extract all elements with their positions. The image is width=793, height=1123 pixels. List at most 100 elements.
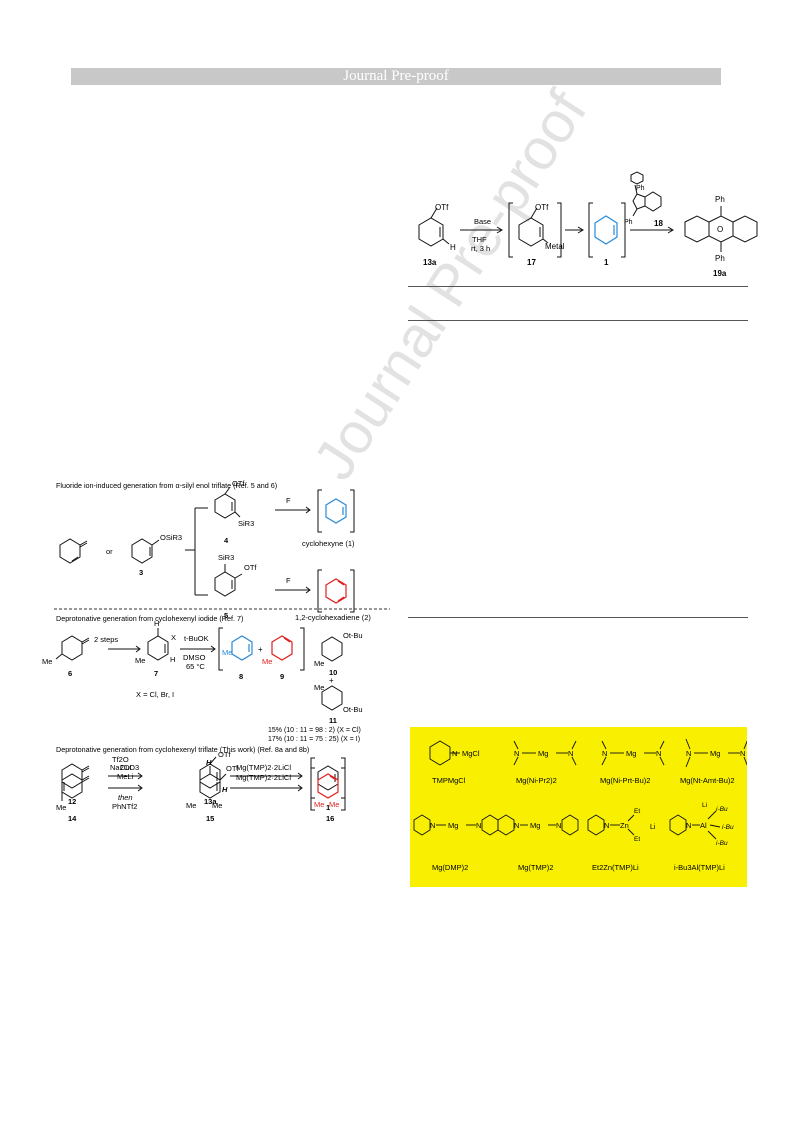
sec3-otf-13a: OTf	[218, 750, 231, 759]
label-8: 8	[239, 672, 243, 681]
base-label-mg-ntam-tbu: Mg(Nt-Amt-Bu)2	[680, 776, 735, 785]
label-14: 14	[68, 814, 77, 823]
label-5: 5	[224, 611, 228, 620]
svg-text:MgCl: MgCl	[462, 749, 480, 758]
sec2-plus-2: +	[329, 676, 334, 685]
svg-text:N: N	[556, 821, 561, 830]
reagent-base: Base	[474, 217, 491, 226]
svg-text:N: N	[604, 821, 609, 830]
sec2-me-6: Me	[42, 657, 52, 666]
label-ph-18-top: Ph	[636, 185, 645, 192]
sec1-osir3: OSiR3	[160, 533, 182, 542]
label-9: 9	[280, 672, 284, 681]
label-18: 18	[654, 219, 663, 228]
sec2-x-definition: X = Cl, Br, I	[136, 690, 174, 699]
sec2-x: X	[171, 633, 176, 642]
sec2-h-top: H	[154, 619, 159, 628]
svg-text:Et: Et	[634, 808, 640, 815]
svg-text:N: N	[740, 749, 745, 758]
sec1-cyclohexyne: cyclohexyne (1)	[302, 539, 355, 548]
label-metal-17: Metal	[545, 242, 565, 251]
cyclohexadiene-red-sec1	[325, 578, 347, 604]
sec2-steps: 2 steps	[94, 635, 118, 644]
top-reaction-scheme: OTf H 13a Base THF rt, 3 h OTf Metal 17 …	[418, 171, 758, 278]
sec2-me-7: Me	[135, 656, 145, 665]
label-3: 3	[139, 568, 143, 577]
cyclohexyne-blue-sec1	[325, 498, 347, 524]
sec1-otf-5: OTf	[244, 563, 257, 572]
sec2-me-11: Me	[314, 683, 324, 692]
base-label-mg-dmp: Mg(DMP)2	[432, 863, 468, 872]
svg-text:N: N	[568, 749, 573, 758]
svg-text:Li: Li	[702, 802, 707, 809]
label-otf-13a: OTf	[435, 203, 449, 212]
svg-text:Zn: Zn	[620, 821, 629, 830]
sec3-phntf2: PhNTf2	[112, 802, 137, 811]
base-label-et2zn-tmp-li: Et2Zn(TMP)Li	[592, 863, 639, 872]
base-label-mg-tmp: Mg(TMP)2	[518, 863, 553, 872]
label-1-sec3: 1	[326, 803, 330, 812]
svg-text:Mg: Mg	[530, 821, 540, 830]
svg-text:N: N	[686, 821, 691, 830]
sec3-second-row: CuI MeLi then PhNTf2 H OTf Mg(TMP)2·2LiC…	[56, 758, 346, 823]
sec2-yield-1: 15% (10 : 11 = 98 : 2) (X = Cl)	[268, 727, 361, 734]
label-11: 11	[329, 716, 337, 725]
sec3-me-14: Me	[56, 803, 66, 812]
sec3-me-15a: Me	[186, 801, 196, 810]
sec2-me-9: Me	[262, 657, 272, 666]
rule-2	[408, 320, 748, 321]
sec3-h-13a: H	[222, 785, 228, 794]
svg-text:N: N	[656, 749, 661, 758]
svg-text:i-Bu: i-Bu	[716, 806, 728, 813]
sec2-otbu-10: Ot-Bu	[343, 631, 363, 640]
svg-text:i-Bu: i-Bu	[716, 840, 728, 847]
sec2-temp: 65 °C	[186, 662, 205, 671]
label-ph-18-bottom: Ph	[624, 219, 633, 226]
svg-text:Et: Et	[634, 836, 640, 843]
sec1-title: Fluoride ion-induced generation from α-s…	[56, 481, 277, 490]
bases-structures: N MgCl N Mg N N Mg N N Mg N N Mg N N Mg …	[413, 738, 749, 872]
rule-3	[408, 617, 748, 618]
svg-text:Mg: Mg	[448, 821, 458, 830]
sec3-cui: CuI	[120, 763, 132, 772]
svg-text:N: N	[452, 749, 457, 758]
sec3-me-16a: Me	[314, 800, 324, 809]
label-h-13a: H	[450, 243, 456, 252]
label-otf-17: OTf	[535, 203, 549, 212]
label-15: 15	[206, 814, 214, 823]
svg-text:Mg: Mg	[538, 749, 548, 758]
sec1-sir3-5: SiR3	[218, 553, 234, 562]
reagent-conditions: rt, 3 h	[471, 244, 490, 253]
label-7: 7	[154, 669, 158, 678]
sec3-meli: MeLi	[117, 772, 134, 781]
sec2-solvent: DMSO	[183, 653, 206, 662]
label-16: 16	[326, 814, 334, 823]
svg-text:N: N	[476, 821, 481, 830]
cyclohexyne-ring-blue	[594, 215, 618, 245]
sec2-base: t-BuOK	[184, 634, 209, 643]
sec1-allene: 1,2-cyclohexadiene (2)	[295, 613, 371, 622]
base-label-ibu3al-tmp-li: i-Bu3Al(TMP)Li	[674, 863, 725, 872]
sec2-plus: +	[258, 645, 263, 654]
svg-text:N: N	[514, 749, 519, 758]
left-reaction-scheme: Fluoride ion-induced generation from α-s…	[42, 479, 390, 812]
svg-text:N: N	[430, 821, 435, 830]
svg-text:Mg: Mg	[710, 749, 720, 758]
sec3-na2co3: Na2CO3	[110, 763, 139, 772]
sec3-mgtmp-2: Mg(TMP)2·2LiCl	[236, 773, 291, 782]
sec1-fluoride-1: F	[286, 496, 291, 505]
sec3-title: Deprotonative generation from cyclohexen…	[56, 745, 309, 754]
sec2-title: Deprotonative generation from cyclohexen…	[56, 614, 243, 623]
svg-text:N: N	[602, 749, 607, 758]
sec3-me-15b: Me	[212, 801, 222, 810]
svg-text:Mg: Mg	[626, 749, 636, 758]
label-ph-19a-top: Ph	[715, 195, 725, 204]
cyclohexyne-red-9	[271, 635, 293, 661]
sec2-h-bottom: H	[170, 655, 175, 664]
base-label-tmpmgcl: TMPMgCl	[432, 776, 466, 785]
sec3-tf2o: Tf2O	[112, 755, 129, 764]
sec3-h-15: H	[206, 758, 212, 767]
rule-1	[408, 286, 748, 287]
label-10: 10	[329, 668, 337, 677]
sec2-otbu-11: Ot-Bu	[343, 705, 363, 714]
